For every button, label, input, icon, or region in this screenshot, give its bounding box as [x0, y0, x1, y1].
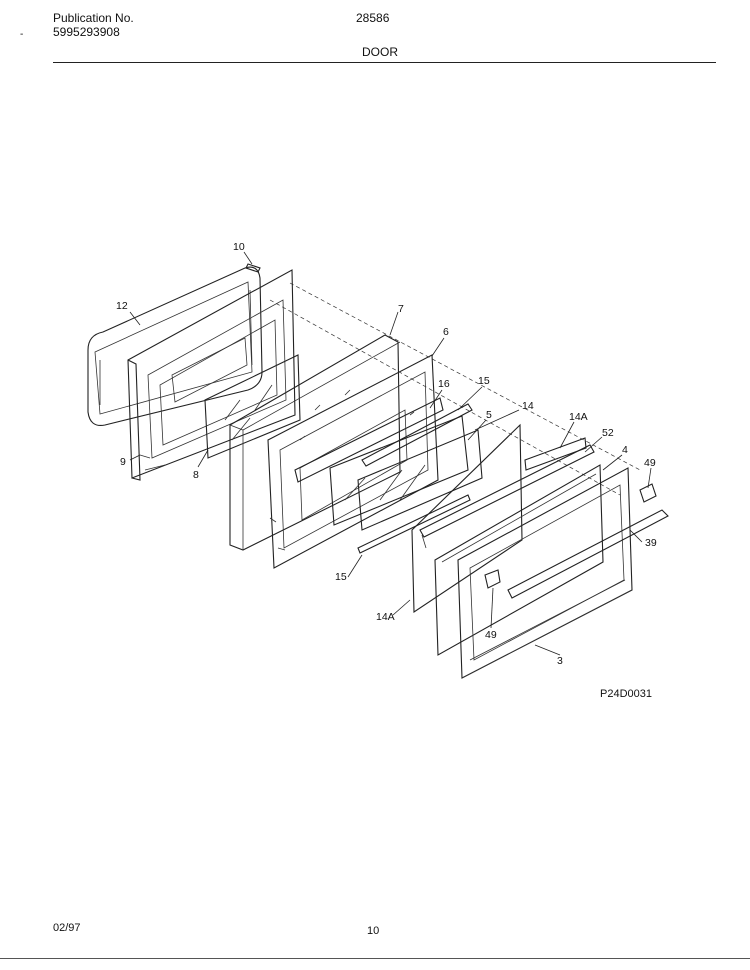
callout-3: 3 [557, 655, 563, 667]
outer-glass-part [434, 464, 604, 656]
section-title: DOOR [362, 45, 398, 59]
callout-8: 8 [193, 469, 199, 481]
callout-16: 16 [438, 378, 450, 390]
outer-door-frame-part [457, 467, 633, 679]
callout-15-upper: 15 [478, 375, 490, 387]
callout-49-right: 49 [644, 457, 656, 469]
header-rule [53, 62, 716, 63]
drawing-id: P24D0031 [600, 688, 652, 700]
inner-glass-part [204, 354, 301, 459]
insulation-part [229, 334, 401, 551]
publication-number: 5995293908 [53, 25, 120, 39]
door-handle-part [507, 509, 669, 599]
upper-channel-part [361, 403, 473, 467]
publication-label: Publication No. [53, 11, 134, 25]
callout-7: 7 [398, 303, 404, 315]
callout-49-bottom: 49 [485, 629, 497, 641]
model-number: 28586 [356, 11, 390, 25]
callout-10: 10 [233, 241, 245, 253]
outer-glass-rear-part [411, 423, 523, 614]
callout-4: 4 [622, 444, 628, 456]
glass-bracket-part [294, 397, 444, 483]
page-number: 10 [367, 925, 380, 937]
screw-part [245, 263, 261, 273]
handle-end-cap-left [484, 569, 501, 589]
trim-strip-part [419, 444, 595, 549]
callout-52: 52 [602, 427, 614, 439]
callout-leaders [129, 251, 652, 656]
callout-14: 14 [522, 400, 534, 412]
spacer-top-part [524, 437, 587, 471]
footer-date: 02/97 [53, 922, 81, 934]
assembly-axis-line [269, 282, 641, 496]
margin-mark: - [20, 29, 24, 40]
callout-14a-bottom: 14A [376, 611, 395, 623]
callout-6: 6 [443, 326, 449, 338]
lower-channel-part [357, 494, 471, 554]
callout-9: 9 [120, 456, 126, 468]
callout-39: 39 [645, 537, 657, 549]
callout-5: 5 [486, 409, 492, 421]
callout-15-lower: 15 [335, 571, 347, 583]
footer-rule [0, 958, 750, 959]
callout-12: 12 [116, 300, 128, 312]
middle-glass-part [329, 415, 483, 531]
callout-14a-top: 14A [569, 411, 588, 423]
inner-door-frame-part [127, 269, 296, 481]
